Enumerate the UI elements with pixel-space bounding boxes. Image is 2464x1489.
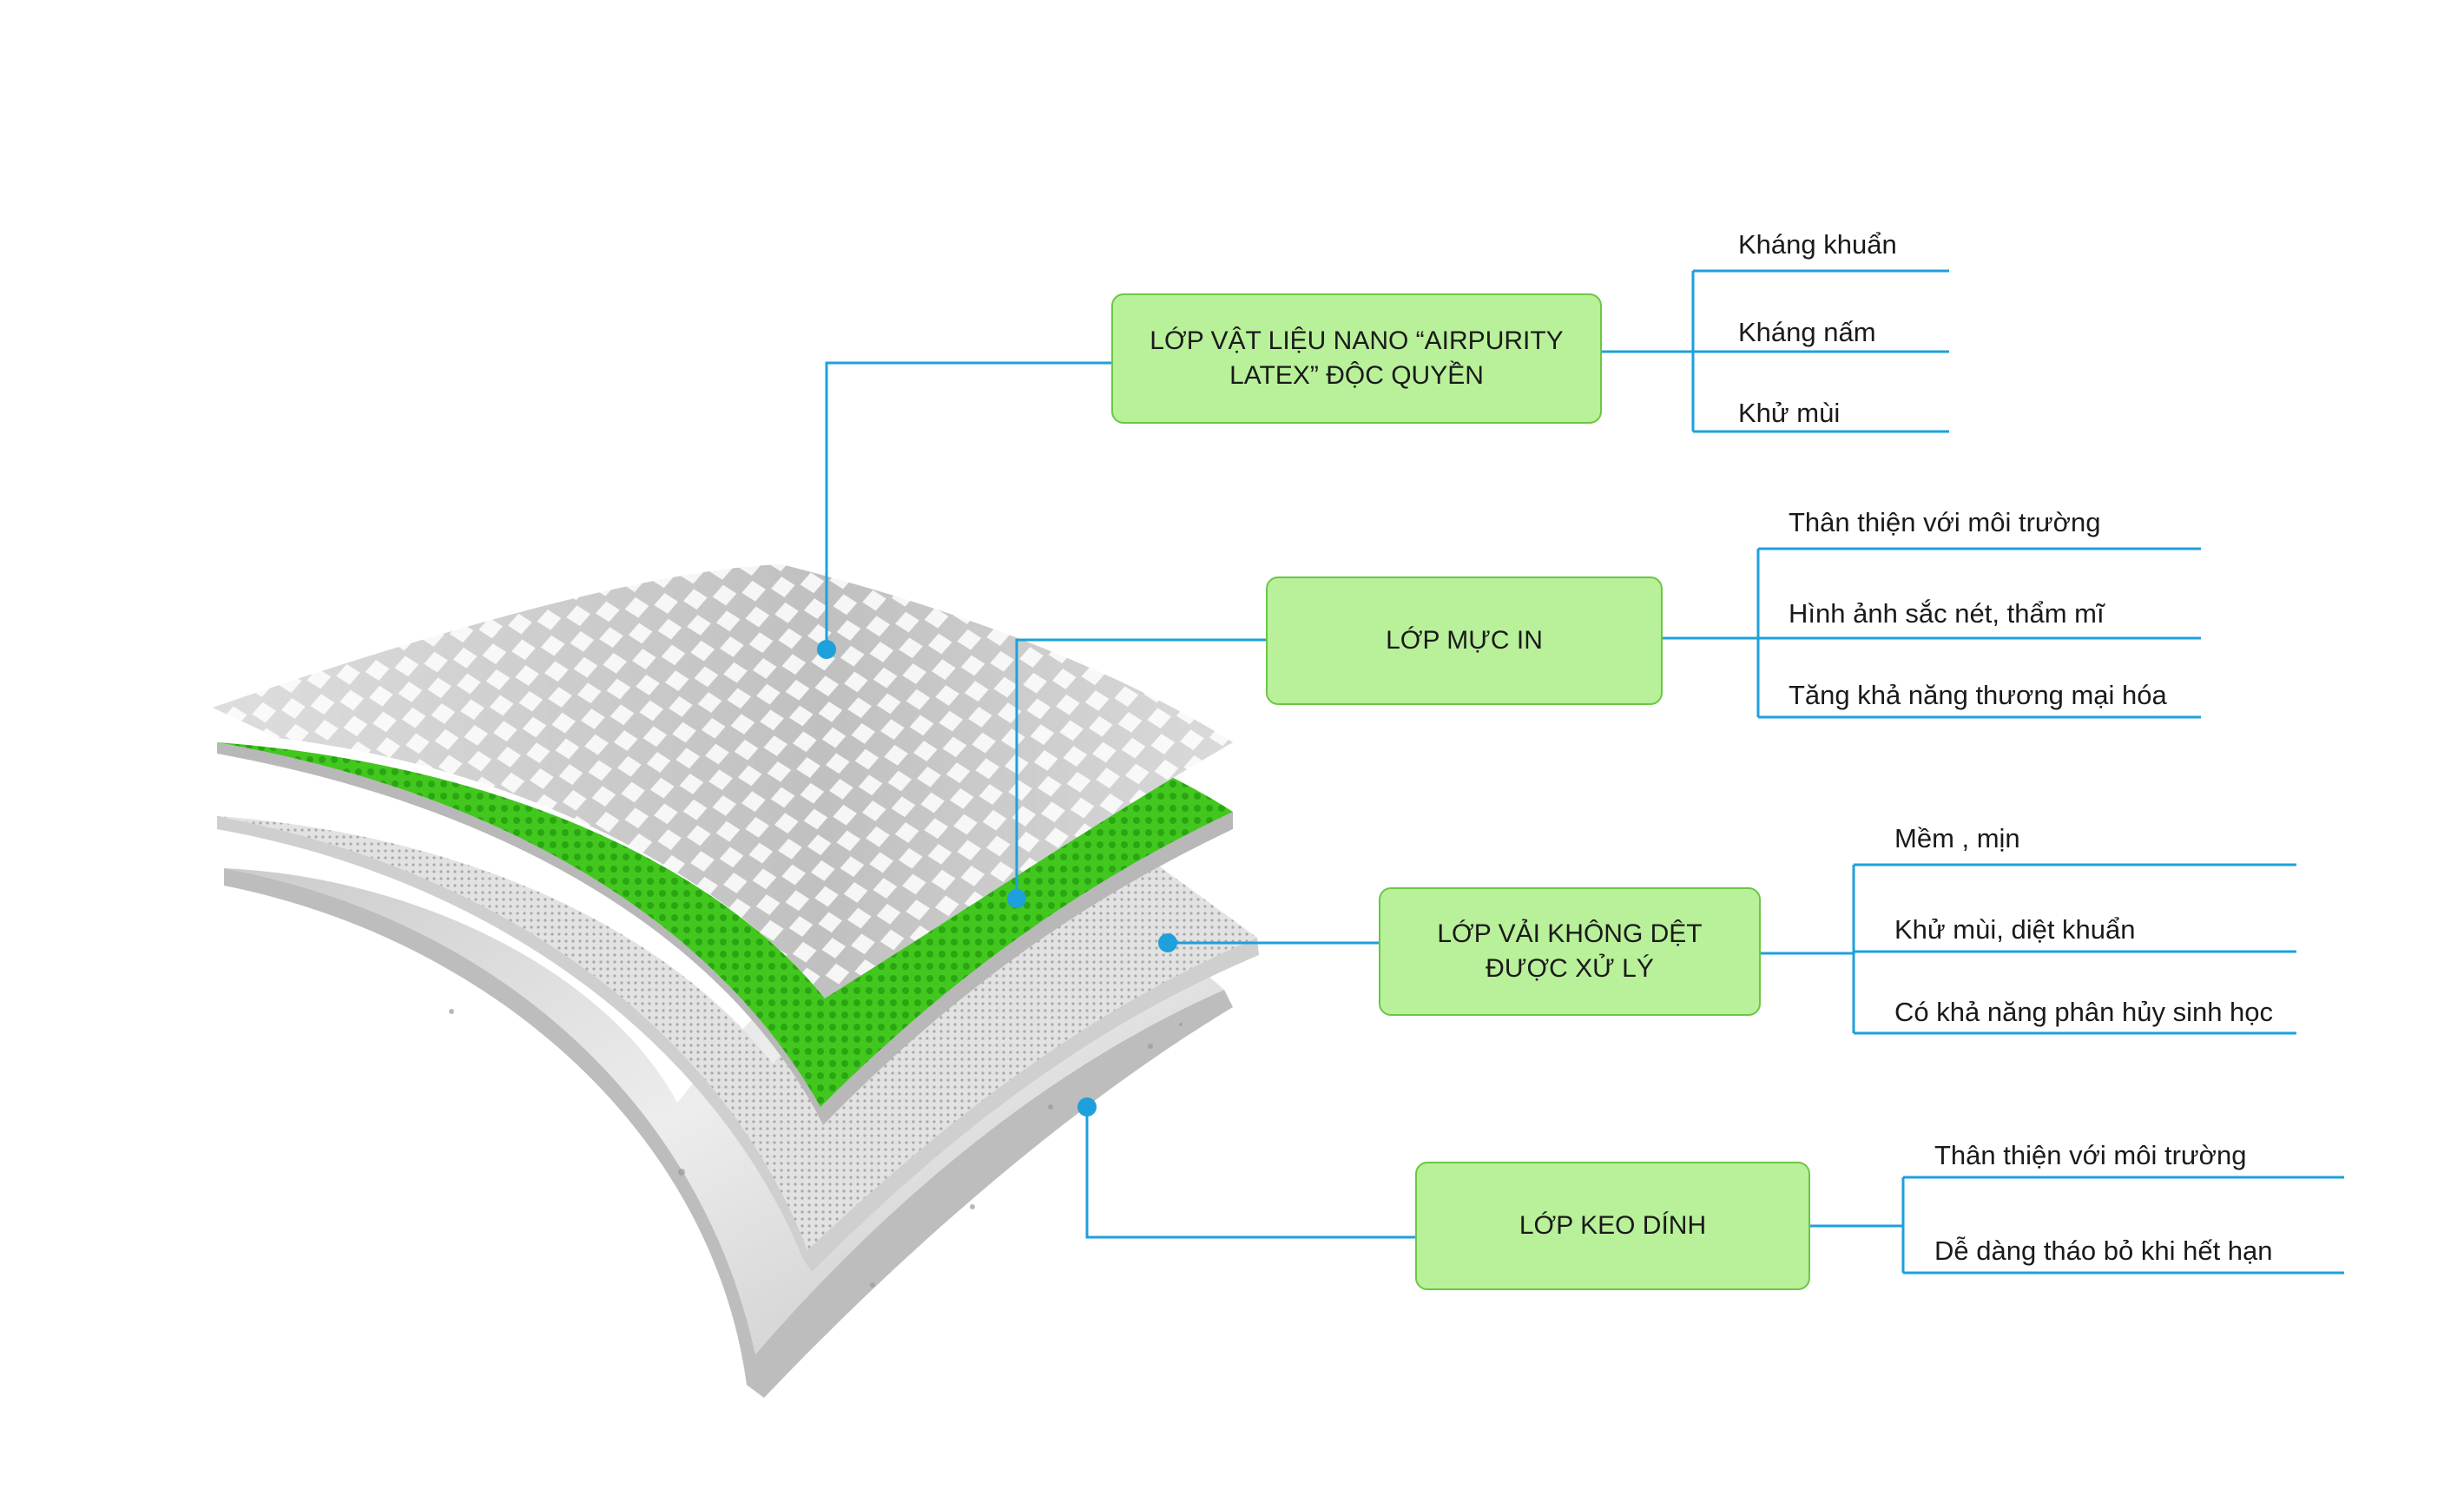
- layer-box-nonwoven-fabric: LỚP VẢI KHÔNG DỆT ĐƯỢC XỬ LÝ: [1379, 887, 1761, 1016]
- feature-label: Hình ảnh sắc nét, thẩm mĩ: [1789, 598, 2105, 629]
- connector-dot: [1158, 933, 1177, 952]
- layer-box-label: LỚP VẬT LIỆU NANO “AIRPURITY LATEX” ĐỘC …: [1150, 326, 1564, 390]
- layer-box-label: LỚP MỰC IN: [1386, 626, 1543, 655]
- connector-dot: [817, 640, 836, 659]
- feature-label: Tăng khả năng thương mại hóa: [1789, 680, 2167, 710]
- connector-ink-layer: [1015, 638, 1266, 899]
- connector-lines: [825, 361, 1415, 1239]
- feature-label: Khử mùi: [1738, 398, 1841, 428]
- ink-layer-shape: [217, 742, 1233, 1125]
- connector-nano-layer: [825, 361, 1111, 649]
- feature-label: Kháng khuẩn: [1738, 229, 1897, 260]
- feature-label: Thân thiện với môi trường: [1789, 507, 2101, 537]
- feature-label: Kháng nấm: [1738, 317, 1876, 347]
- feature-label: Có khả năng phân hủy sinh học: [1894, 997, 2274, 1027]
- feature-tree-lines: [1602, 269, 2344, 1275]
- connector-dot: [1077, 1097, 1097, 1117]
- connector-dots: [817, 640, 1177, 1117]
- feature-label: Thân thiện với môi trường: [1934, 1140, 2247, 1170]
- feature-label: Khử mùi, diệt khuẩn: [1894, 914, 2136, 945]
- layer-box-adhesive: LỚP KEO DÍNH: [1415, 1162, 1810, 1290]
- nano-material-layer-shape: [213, 564, 1233, 998]
- layer-box-nano-material: LỚP VẬT LIỆU NANO “AIRPURITY LATEX” ĐỘC …: [1111, 293, 1602, 424]
- layer-box-label: LỚP VẢI KHÔNG DỆT ĐƯỢC XỬ LÝ: [1437, 919, 1703, 983]
- feature-label: Mềm , mịn: [1894, 823, 2020, 853]
- connector-adhesive-layer: [1085, 1107, 1415, 1239]
- layer-box-ink: LỚP MỰC IN: [1266, 576, 1663, 705]
- connector-dot: [1007, 889, 1026, 908]
- feature-label: Dễ dàng tháo bỏ khi hết hạn: [1934, 1235, 2273, 1266]
- layer-box-label: LỚP KEO DÍNH: [1519, 1211, 1707, 1240]
